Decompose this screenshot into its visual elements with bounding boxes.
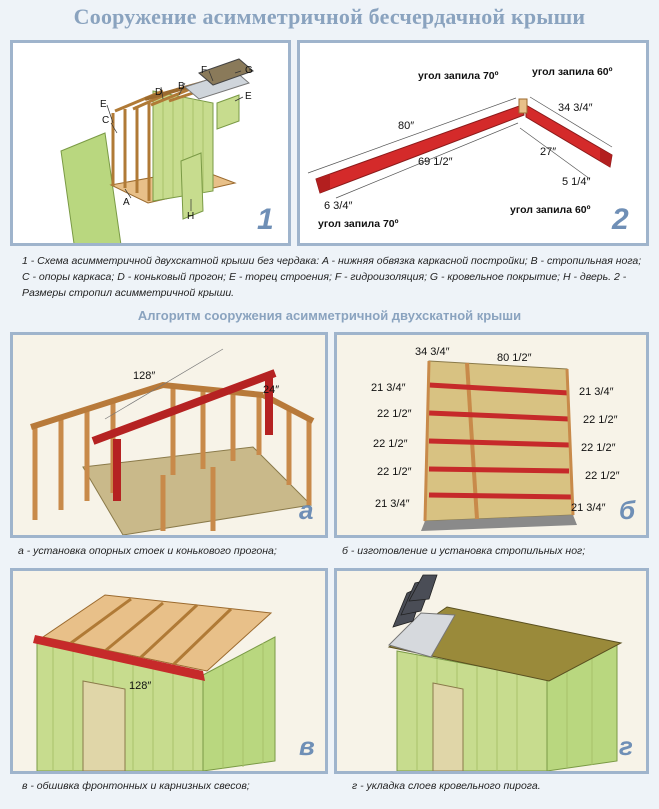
dimension-lines (307, 96, 613, 199)
frame-studs (111, 103, 151, 201)
frame-ridge-illustration: 128″ 24″ (13, 335, 325, 535)
panel-g: г (334, 568, 649, 774)
dim-24: 24″ (263, 384, 279, 396)
caption-b: б - изготовление и установка стропильных… (342, 545, 586, 557)
angle-top-right: угол запила 60º (532, 66, 613, 78)
dim-top-left: 34 3/4″ (415, 346, 450, 358)
caption-a: а - установка опорных стоек и конькового… (18, 545, 277, 557)
gable-sheathing-illustration: 128″ (13, 571, 325, 771)
angle-bottom-left: угол запила 70º (318, 218, 399, 230)
leader-lines (106, 70, 244, 211)
dim-right-5: 21 3/4″ (571, 502, 606, 514)
dim-left-2: 22 1/2″ (377, 408, 412, 420)
panel-2-rafter-dims: угол запила 70º угол запила 60º угол зап… (297, 40, 649, 246)
label-a: A (123, 197, 130, 208)
panel-letter-b: б (619, 495, 636, 525)
dim-6: 6 3/4″ (324, 200, 352, 212)
panel-a: 128″ 24″ а (10, 332, 328, 538)
rafter-dimensions-diagram: угол запила 70º угол запила 60º угол зап… (307, 66, 613, 230)
rafter-right (525, 104, 613, 168)
panel-number-2: 2 (612, 203, 629, 236)
label-e-left: E (100, 99, 107, 110)
dim-69: 69 1/2″ (418, 156, 453, 168)
dim-right-1: 21 3/4″ (579, 386, 614, 398)
dim-top-right: 80 1/2″ (497, 352, 532, 364)
base-plate (421, 515, 577, 531)
dim-line-128 (104, 348, 224, 420)
dim-left-3: 22 1/2″ (373, 438, 408, 450)
waterproofing-layer (388, 612, 456, 658)
label-h: H (187, 211, 194, 222)
side-plates (423, 360, 575, 522)
page-title: Сооружение асимметричной бесчердачной кр… (73, 4, 586, 29)
dim-34: 34 3/4″ (558, 102, 593, 114)
rafter-left-cut (316, 174, 330, 193)
end-wall-e (216, 94, 240, 130)
label-f: F (201, 65, 207, 76)
rafter-left (315, 104, 525, 194)
label-g: G (245, 65, 253, 76)
dim-128: 128″ (133, 370, 155, 382)
dim-27: 27″ (540, 146, 556, 158)
angle-bottom-right: угол запила 60º (510, 204, 591, 216)
ridge-block (518, 98, 528, 114)
rafters-top-view-illustration: 34 3/4″ 80 1/2″ 21 3/4″ 22 1/2″ 22 1/2″ … (337, 335, 646, 535)
dim-80: 80″ (398, 120, 414, 132)
label-b: B (178, 81, 185, 92)
ridge-beam (91, 369, 277, 445)
panel-letter-v: в (299, 731, 315, 761)
shed-scheme-illustration: E C D B F G E A H (60, 58, 254, 243)
dim-right-2: 22 1/2″ (583, 414, 618, 426)
panel-1-scheme: E C D B F G E A H 1 (10, 40, 291, 246)
panel-number-1: 1 (257, 203, 274, 236)
door-h (180, 152, 204, 220)
dim-left-5: 21 3/4″ (375, 498, 410, 510)
rafter-pairs (428, 382, 572, 500)
door-opening (82, 680, 126, 771)
caption-v: в - обшивка фронтонных и карнизных свесо… (22, 780, 250, 792)
end-wall (202, 636, 276, 771)
panel-letter-a: а (299, 495, 314, 525)
roofing-layers-illustration (337, 571, 646, 771)
panel-b: 34 3/4″ 80 1/2″ 21 3/4″ 22 1/2″ 22 1/2″ … (334, 332, 649, 538)
algorithm-subtitle: Алгоритм сооружения асимметричной двухск… (137, 308, 522, 323)
roofing-g (198, 58, 254, 86)
roof-frame (41, 594, 273, 672)
door-opening-g (432, 682, 464, 771)
dim-right-4: 22 1/2″ (585, 470, 620, 482)
eave-board (33, 635, 205, 681)
dim-left-4: 22 1/2″ (377, 466, 412, 478)
dim-left-1: 21 3/4″ (371, 382, 406, 394)
dim-128-v: 128″ (129, 680, 151, 692)
label-e-right: E (245, 91, 252, 102)
dim-right-3: 22 1/2″ (581, 442, 616, 454)
wall-panel-c (60, 132, 122, 243)
rafter-lines (70, 597, 233, 667)
caption-g: г - укладка слоев кровельного пирога. (352, 780, 541, 792)
scheme-caption: 1 - Схема асимметричной двухскатной крыш… (22, 255, 642, 299)
panel-v: 128″ в (10, 568, 328, 774)
label-c: C (102, 115, 109, 126)
shingles (392, 574, 438, 628)
angle-top-left: угол запила 70º (418, 70, 499, 82)
rafter-right-cut (600, 149, 612, 167)
panel-letter-g: г (619, 731, 633, 761)
siding-lines (52, 643, 264, 771)
label-d: D (155, 87, 162, 98)
dim-5: 5 1/4″ (562, 176, 590, 188)
